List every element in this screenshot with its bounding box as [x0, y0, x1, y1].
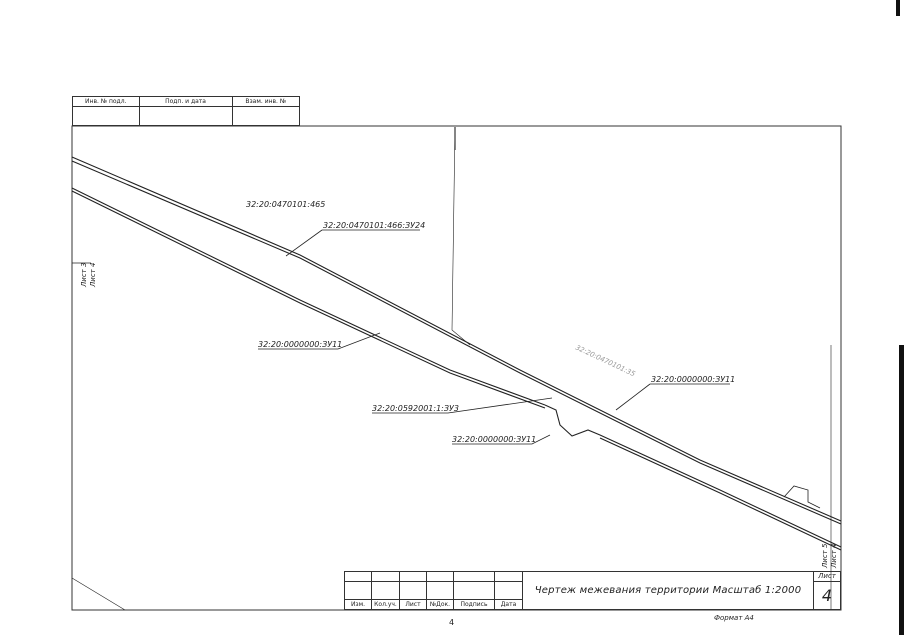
leader-p3 — [258, 332, 381, 350]
parcel-label-p1: 32:20:0470101:465 — [246, 200, 325, 209]
sheet-ref-left-a: Лист 3 — [80, 262, 88, 287]
format-label: Формат А4 — [714, 614, 754, 622]
tb-col-ndok: №Док. — [426, 599, 454, 610]
parcel-label-p7: 32:20:0470101:35 — [574, 344, 637, 379]
corridor-line-upper-1 — [71, 156, 842, 522]
tb-cell — [371, 581, 400, 600]
tb-cell — [453, 571, 495, 582]
sheet-number: 4 — [813, 581, 841, 610]
tb-col-koluch: Кол.уч. — [371, 599, 400, 610]
leaders — [258, 229, 730, 445]
scan-edge-mark-right — [899, 345, 904, 635]
corridor-line-lower-1 — [71, 187, 546, 406]
parcel-label-p4: 32:20:0000000:ЗУ11 — [651, 375, 735, 384]
sheet-ref-right-a: Лист 5 — [821, 543, 829, 568]
leader-p4 — [615, 383, 651, 411]
tb-cell — [494, 571, 523, 582]
parcel-label-p2: 32:20:0470101:466:ЗУ24 — [323, 221, 425, 230]
corridor-line-upper-2 — [71, 160, 842, 525]
parcel-label-p3: 32:20:0000000:ЗУ11 — [258, 340, 342, 349]
tb-col-list: Лист — [399, 599, 427, 610]
stamp-replace-cell — [231, 106, 300, 126]
road-corridor — [71, 126, 842, 611]
title-block: Чертеж межевания территории Масштаб 1:20… — [344, 571, 841, 610]
sheet-ref-right-b: Лист 4 — [830, 543, 838, 568]
tb-col-izm: Изм. — [344, 599, 372, 610]
tb-cell — [494, 581, 523, 600]
sheet-label: Лист — [813, 571, 841, 582]
section-line-vertical — [451, 126, 471, 346]
tb-cell — [426, 581, 454, 600]
page-number: 4 — [449, 618, 455, 627]
leader-p5 — [372, 397, 553, 414]
tb-col-podpis: Подпись — [453, 599, 495, 610]
tb-cell — [344, 581, 372, 600]
corner-line — [71, 577, 126, 611]
leader-p2 — [285, 229, 323, 257]
tb-col-data: Дата — [494, 599, 523, 610]
tb-cell — [426, 571, 454, 582]
leader-p6 — [452, 434, 551, 445]
approval-stamp: Инв. № подл. Подп. и дата Взам. инв. № — [72, 96, 300, 126]
tb-cell — [344, 571, 372, 582]
parcel-label-p5: 32:20:0592001:1:ЗУ3 — [372, 404, 459, 413]
corridor-line-lower-3 — [544, 404, 842, 548]
tb-cell — [371, 571, 400, 582]
tb-cell — [399, 581, 427, 600]
stamp-sign-cell — [138, 106, 233, 126]
scan-edge-mark-top — [896, 0, 900, 16]
corridor-line-lower-4 — [599, 437, 842, 551]
boundary-notch — [783, 485, 821, 509]
parcel-label-p6: 32:20:0000000:ЗУ11 — [452, 435, 536, 444]
drawing-frame — [71, 125, 842, 611]
sheet-ref-left-b: Лист 4 — [89, 262, 97, 287]
tb-cell — [399, 571, 427, 582]
tb-cell — [453, 581, 495, 600]
corridor-line-lower-2 — [71, 190, 546, 409]
drawing-title: Чертеж межевания территории Масштаб 1:20… — [522, 571, 814, 610]
